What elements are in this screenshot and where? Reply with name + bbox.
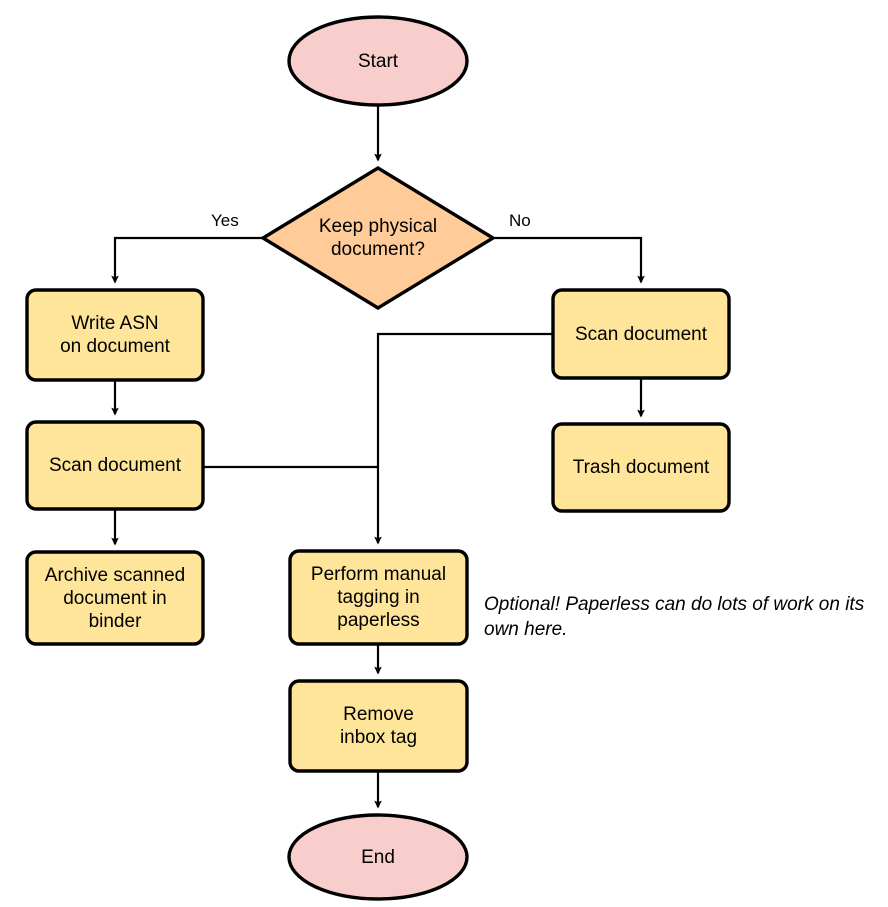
optional-note: Optional! Paperless can do lots of work … [484,594,865,640]
node-manual-tagging[interactable] [288,549,469,646]
node-scan-document-right[interactable] [551,288,731,380]
node-decision-keep-physical[interactable] [259,166,497,310]
edge-scanright-to-tagging [374,332,553,545]
node-start[interactable] [287,15,469,107]
edge-decision-no [493,236,645,284]
node-end[interactable] [287,813,469,901]
node-trash-document[interactable] [551,422,731,513]
edge-label-yes: Yes [211,211,239,230]
node-remove-inbox-tag[interactable] [288,679,469,773]
node-write-asn[interactable] [25,288,205,382]
edge-decision-yes [111,236,263,284]
edge-label-no: No [509,211,531,230]
node-archive-binder[interactable] [25,550,205,646]
node-scan-document-left[interactable] [25,420,205,511]
